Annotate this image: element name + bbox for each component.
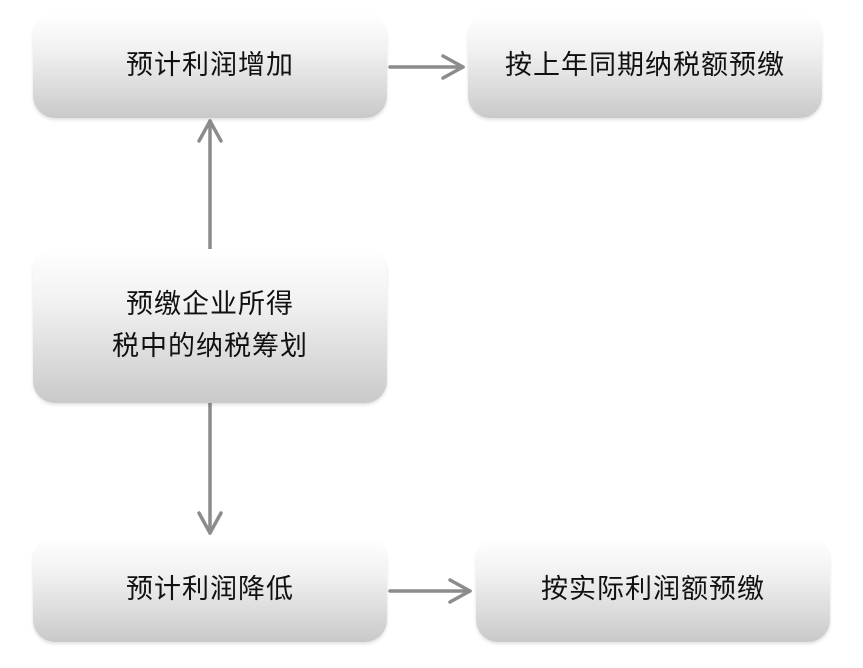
node-profit-decrease: 预计利润降低 (33, 538, 387, 642)
node-profit-increase-label: 预计利润增加 (126, 50, 294, 82)
node-prepay-by-actual-label: 按实际利润额预缴 (541, 574, 765, 606)
arrow-center-to-increase (197, 119, 223, 251)
arrow-increase-to-prev-year (388, 54, 465, 80)
node-tax-planning-center: 预缴企业所得 税中的纳税筹划 (33, 249, 387, 403)
center-label-line2: 税中的纳税筹划 (112, 331, 308, 362)
node-prepay-by-prev-year: 按上年同期纳税额预缴 (468, 14, 822, 118)
arrow-center-to-decrease (197, 401, 223, 535)
node-prepay-by-actual: 按实际利润额预缴 (476, 538, 830, 642)
node-profit-decrease-label: 预计利润降低 (126, 574, 294, 606)
node-profit-increase: 预计利润增加 (33, 14, 387, 118)
node-prepay-by-prev-year-label: 按上年同期纳税额预缴 (505, 50, 785, 82)
center-label-line1: 预缴企业所得 (126, 289, 294, 321)
arrow-decrease-to-actual (388, 578, 472, 604)
